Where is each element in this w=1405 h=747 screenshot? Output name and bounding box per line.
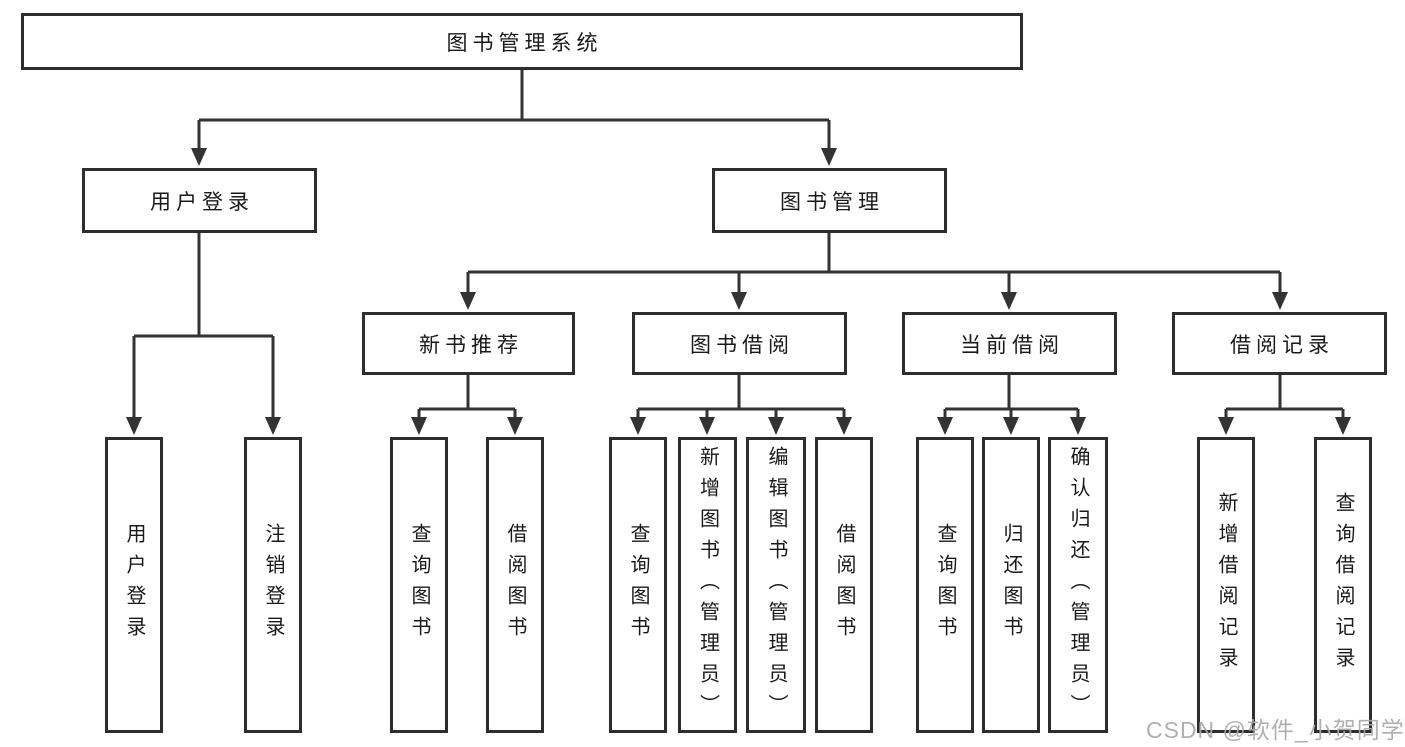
- leaf-records-query-record: 查询借阅记录: [1314, 437, 1372, 733]
- node-label: 注销登录: [262, 523, 284, 647]
- node-label: 用户登录: [150, 190, 254, 214]
- node-library-management-system: 图书管理系统: [21, 13, 1023, 70]
- leaf-current-confirm-return-admin: 确认归还（管理员）: [1048, 437, 1108, 733]
- leaf-logout: 注销登录: [244, 437, 302, 733]
- node-label: 编辑图书（管理员）: [765, 445, 787, 725]
- node-book-management: 图书管理: [712, 168, 947, 233]
- node-label: 借阅记录: [1230, 333, 1334, 357]
- arrowheads: [126, 148, 1351, 435]
- node-label: 新增借阅记录: [1215, 492, 1237, 678]
- node-borrowing-records: 借阅记录: [1172, 312, 1387, 375]
- node-label: 确认归还（管理员）: [1067, 445, 1089, 725]
- node-book-borrowing: 图书借阅: [632, 312, 847, 375]
- node-label: 借阅图书: [833, 523, 855, 647]
- leaf-borrowing-query-books: 查询图书: [609, 437, 667, 733]
- node-label: 查询图书: [408, 523, 430, 647]
- leaf-records-add-record: 新增借阅记录: [1197, 437, 1255, 733]
- node-label: 借阅图书: [504, 523, 526, 647]
- node-label: 图书管理: [780, 190, 884, 214]
- leaf-borrowing-edit-books-admin: 编辑图书（管理员）: [746, 437, 806, 733]
- node-label: 查询借阅记录: [1332, 492, 1354, 678]
- node-label: 图书管理系统: [446, 31, 603, 55]
- leaf-user-login: 用户登录: [105, 437, 163, 733]
- node-label: 新增图书（管理员）: [696, 445, 719, 725]
- node-label: 图书借阅: [690, 333, 794, 357]
- node-current-borrowing: 当前借阅: [902, 312, 1117, 375]
- node-label: 用户登录: [123, 523, 145, 647]
- leaf-current-query-books: 查询图书: [916, 437, 974, 733]
- csdn-watermark: CSDN @软件_小贺同学: [1146, 717, 1405, 743]
- node-new-book-recommendation: 新书推荐: [362, 312, 575, 375]
- node-label: 新书推荐: [419, 333, 523, 357]
- leaf-recommend-borrow-books: 借阅图书: [486, 437, 544, 733]
- node-user-login: 用户登录: [82, 168, 317, 233]
- node-label: 查询图书: [934, 523, 956, 647]
- leaf-current-return-books: 归还图书: [982, 437, 1040, 733]
- node-label: 当前借阅: [960, 333, 1064, 357]
- leaf-recommend-query-books: 查询图书: [390, 437, 448, 733]
- node-label: 归还图书: [1000, 523, 1022, 647]
- node-label: 查询图书: [627, 523, 649, 647]
- leaf-borrowing-borrow-books: 借阅图书: [815, 437, 873, 733]
- leaf-borrowing-add-books-admin: 新增图书（管理员）: [678, 437, 737, 733]
